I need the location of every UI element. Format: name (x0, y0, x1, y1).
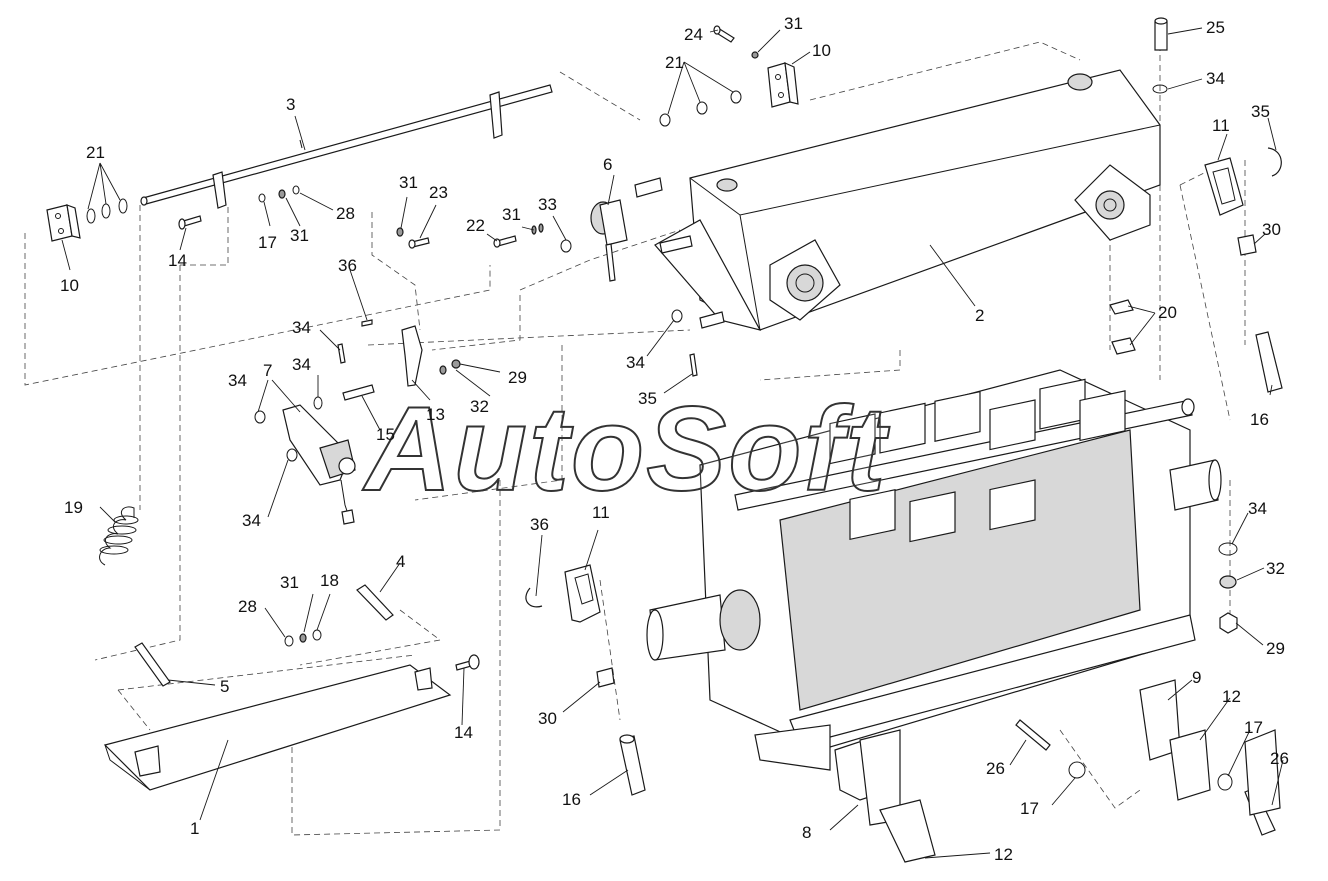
callout-16: 16 (562, 790, 581, 809)
callout-32: 32 (1266, 559, 1285, 578)
callout-5: 5 (220, 677, 229, 696)
callout-26: 26 (986, 759, 1005, 778)
callout-26: 26 (1270, 749, 1289, 768)
callout-31: 31 (280, 573, 299, 592)
callout-25: 25 (1206, 18, 1225, 37)
callout-21: 21 (665, 53, 684, 72)
callout-18: 18 (320, 571, 339, 590)
callout-4: 4 (396, 552, 405, 571)
callout-7: 7 (263, 361, 272, 380)
callout-16: 16 (1250, 410, 1269, 429)
callout-37: 36 (338, 256, 357, 275)
callout-10: 10 (60, 276, 79, 295)
callout-9: 9 (1192, 668, 1201, 687)
callout-30: 30 (538, 709, 557, 728)
callout-10: 10 (812, 41, 831, 60)
callout-35: 34 (292, 318, 311, 337)
callout-34: 34 (1248, 499, 1267, 518)
callout-12: 12 (994, 845, 1013, 864)
callout-30: 30 (1262, 220, 1281, 239)
callout-34: 34 (228, 371, 247, 390)
callout-17: 17 (1020, 799, 1039, 818)
callout-8: 8 (802, 823, 811, 842)
rotor-blades (829, 378, 1126, 543)
callout-31: 31 (784, 14, 803, 33)
callout-11: 11 (592, 503, 610, 522)
leader-lines (61, 27, 1284, 859)
callout-24: 24 (684, 25, 703, 44)
callout-23: 23 (429, 183, 448, 202)
callout-11: 11 (1212, 116, 1230, 135)
callout-32: 32 (470, 397, 489, 416)
bushing-set-left (525, 564, 646, 796)
assembly-dashed-lines (24, 41, 1246, 836)
callout-34: 34 (292, 355, 311, 374)
bracket-part-6 (590, 199, 628, 282)
callout-28: 28 (336, 204, 355, 223)
callout-20: 20 (1158, 303, 1177, 322)
callout-34: 34 (1206, 69, 1225, 88)
callout-18: 17 (258, 233, 277, 252)
small-pins-levers (337, 319, 698, 401)
shaft-part-3 (140, 84, 553, 209)
callout-21: 21 (86, 143, 105, 162)
rotor-assembly (646, 369, 1281, 863)
watermark-text: AutoSoft (362, 382, 891, 516)
callout-31: 31 (399, 173, 418, 192)
callout-labels: 3 21 10 14 17 31 28 31 23 22 31 33 6 21 … (60, 14, 1289, 864)
callout-14: 14 (168, 251, 187, 270)
callout-33: 33 (538, 195, 557, 214)
washers-part-21 (86, 90, 742, 224)
bushing-set-right (1109, 147, 1283, 393)
links-part-4-5 (134, 584, 394, 687)
callout-36: 35 (1251, 102, 1270, 121)
housing-part-2 (634, 69, 1161, 331)
callout-6: 6 (603, 155, 612, 174)
callout-36: 36 (530, 515, 549, 534)
block-part-10-right (767, 62, 799, 108)
callout-12: 12 (1222, 687, 1241, 706)
callout-34: 34 (626, 353, 645, 372)
callout-3: 3 (286, 95, 295, 114)
block-part-10-left (46, 204, 81, 242)
bolts (178, 17, 1168, 671)
small-fasteners (254, 51, 1238, 791)
callout-2: 2 (975, 306, 984, 325)
callout-28: 28 (238, 597, 257, 616)
callout-1: 1 (190, 819, 199, 838)
callout-14: 14 (454, 723, 473, 742)
spring-part-19 (99, 506, 139, 566)
callout-17: 17 (1244, 718, 1263, 737)
cover-plate-part-1 (103, 664, 452, 791)
callout-35: 35 (638, 389, 657, 408)
callout-29: 29 (1266, 639, 1285, 658)
callout-29: 29 (508, 368, 527, 387)
callout-13: 13 (426, 405, 445, 424)
actuator-part-7 (282, 404, 356, 525)
callout-19: 19 (64, 498, 83, 517)
callout-15: 15 (376, 425, 395, 444)
callout-31: 31 (502, 205, 521, 224)
callout-34: 34 (242, 511, 261, 530)
callout-22: 22 (466, 216, 485, 235)
callout-31: 31 (290, 226, 309, 245)
